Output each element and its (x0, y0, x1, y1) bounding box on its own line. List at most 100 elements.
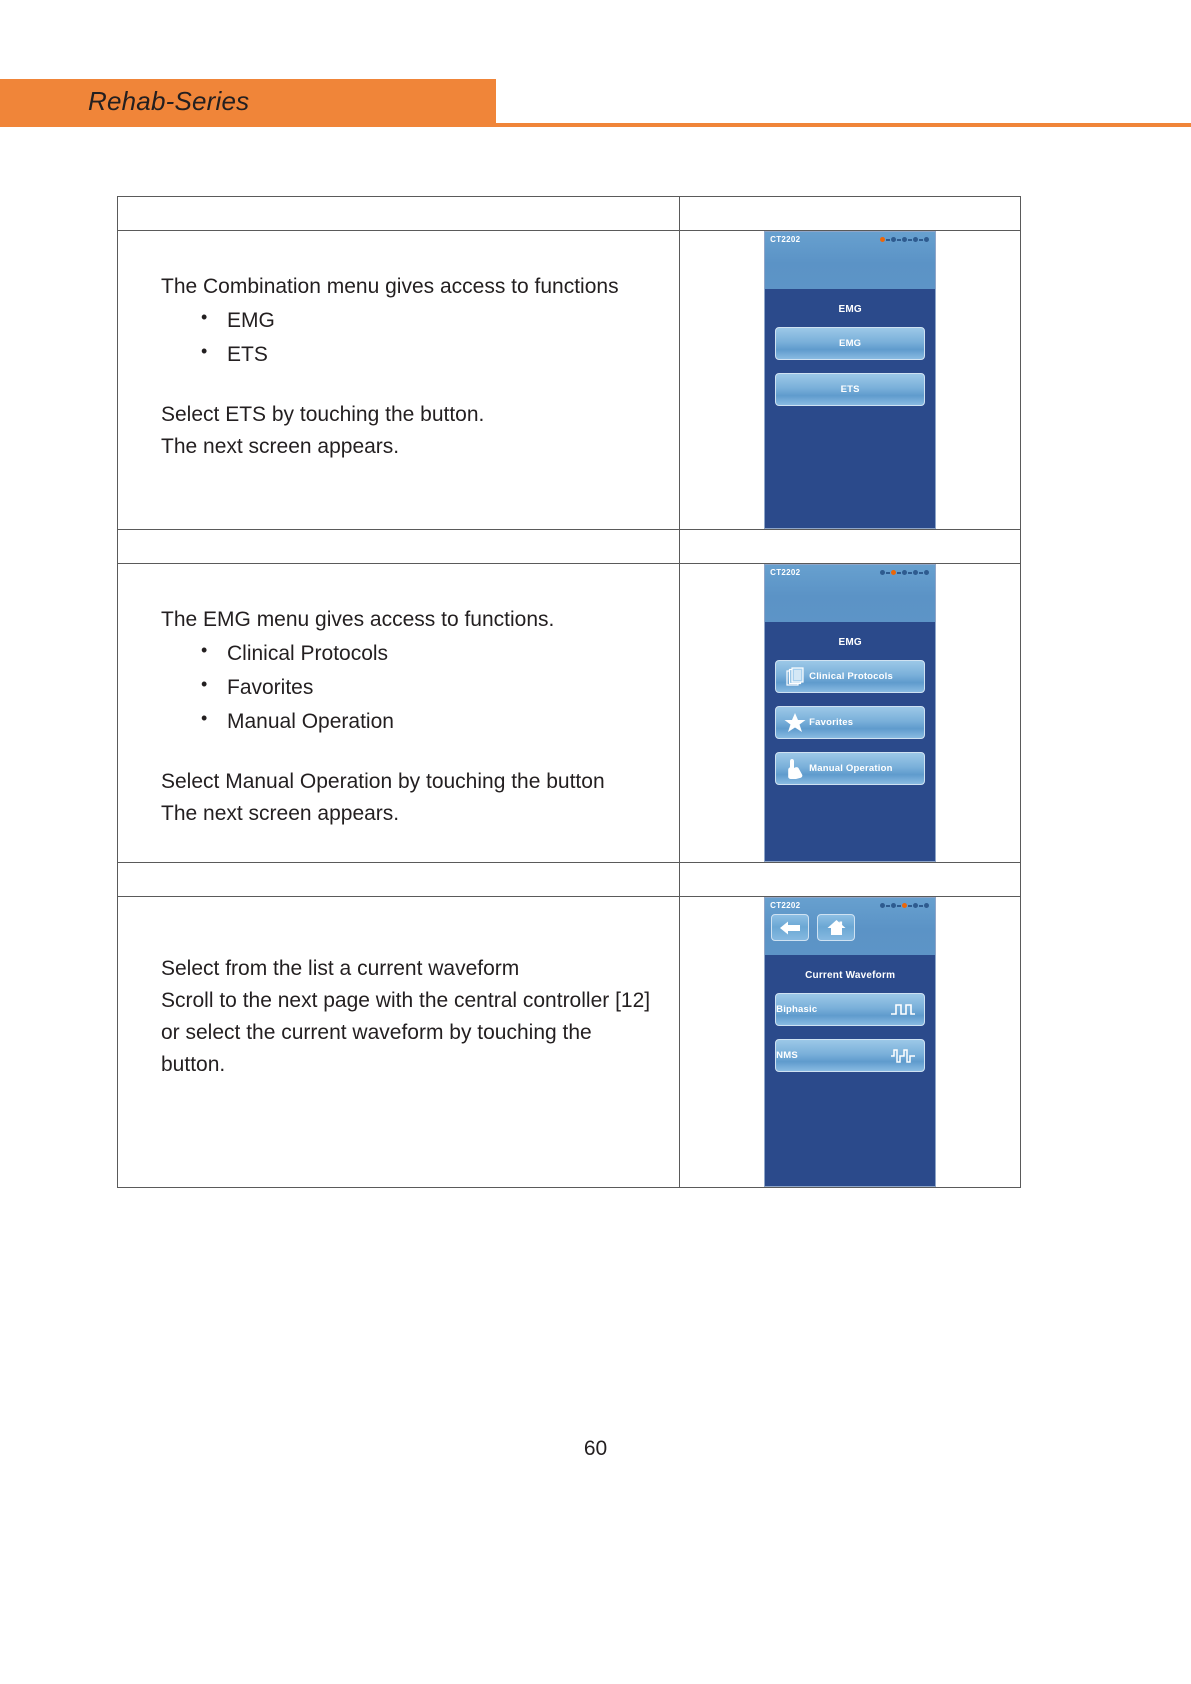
device-button-label: Favorites (809, 717, 854, 728)
screen-title: EMG (838, 637, 862, 648)
device-button-label: Biphasic (776, 1004, 818, 1015)
led-icon (880, 570, 886, 575)
channel-led-indicator (880, 903, 930, 908)
list-item: Manual Operation (201, 705, 655, 738)
table-row: The EMG menu gives access to functions. … (116, 563, 1021, 863)
screen-title: EMG (838, 304, 862, 315)
led-icon (924, 237, 930, 242)
device-button-label: Manual Operation (809, 763, 893, 774)
function-list: Clinical Protocols Favorites Manual Oper… (161, 637, 655, 738)
led-connector-icon (886, 238, 891, 241)
screen-title: Current Waveform (805, 970, 896, 981)
back-button[interactable] (771, 914, 810, 941)
led-icon (924, 570, 930, 575)
star-icon (781, 712, 809, 733)
led-connector-icon (908, 571, 913, 574)
instruction-cell: Select from the list a current waveform … (116, 896, 681, 1188)
led-icon (913, 237, 919, 242)
instruction-line-1: Scroll to the next page with the central… (161, 988, 651, 1012)
header-rule (496, 123, 1191, 127)
page-number: 60 (583, 1437, 608, 1460)
led-icon (913, 903, 919, 908)
table-spacer-row (116, 862, 1021, 897)
arrow-left-icon (780, 921, 801, 934)
instruction-intro: The Combination menu gives access to fun… (161, 275, 619, 298)
device-button-clinical-protocols[interactable]: Clinical Protocols (775, 660, 926, 693)
led-icon (902, 237, 908, 242)
instruction-intro: Select from the list a current waveform (161, 957, 520, 980)
list-item: ETS (201, 338, 655, 371)
led-icon (913, 570, 919, 575)
spacer-cell-image (679, 196, 1021, 231)
page-title: Rehab-Series (88, 86, 250, 116)
device-screen-body: Current Waveform Biphasic NMS (765, 955, 936, 1186)
instruction-line-1: Select ETS by touching the button. (161, 402, 485, 426)
home-button[interactable] (817, 914, 856, 941)
spacer-cell-image (679, 862, 1021, 897)
device-screen-body: EMG EMG ETS (765, 289, 936, 528)
device-screen-emg-menu: CT2202 EMG (764, 564, 937, 862)
instruction-table: The Combination menu gives access to fun… (116, 196, 1021, 1188)
led-icon (902, 903, 908, 908)
led-connector-icon (908, 904, 913, 907)
spacer-cell-image (679, 529, 1021, 564)
device-screen-current-waveform: CT2202 (764, 897, 937, 1187)
device-screenshot-cell: CT2202 (679, 896, 1021, 1188)
instruction-line-2: The next screen appears. (161, 434, 400, 458)
table-spacer-row (116, 529, 1021, 564)
table-row: Select from the list a current waveform … (116, 896, 1021, 1188)
device-model-label: CT2202 (770, 568, 801, 577)
instruction-cell: The EMG menu gives access to functions. … (116, 563, 681, 863)
device-button-label: ETS (840, 384, 860, 395)
device-screenshot-cell: CT2202 EMG (679, 563, 1021, 863)
led-connector-icon (886, 904, 891, 907)
led-connector-icon (919, 571, 924, 574)
list-item: Clinical Protocols (201, 637, 655, 670)
led-connector-icon (919, 238, 924, 241)
device-status-bar: CT2202 (765, 232, 936, 289)
device-button-label: NMS (776, 1050, 798, 1061)
led-icon (924, 903, 930, 908)
spacer-cell-text (116, 529, 681, 564)
hand-pointer-icon (781, 758, 809, 779)
device-nav-bar (771, 914, 856, 941)
channel-led-indicator (880, 237, 930, 242)
device-button-ets[interactable]: ETS (775, 373, 926, 406)
led-icon (880, 237, 886, 242)
device-button-emg[interactable]: EMG (775, 327, 926, 360)
device-screen-body: EMG (765, 622, 936, 861)
device-status-bar: CT2202 (765, 898, 936, 955)
device-status-bar: CT2202 (765, 565, 936, 622)
led-icon (891, 237, 897, 242)
led-icon (891, 903, 897, 908)
table-row: The Combination menu gives access to fun… (116, 230, 1021, 530)
device-button-label: Clinical Protocols (809, 671, 893, 682)
waveform-biphasic-icon (886, 1002, 920, 1018)
device-button-manual-operation[interactable]: Manual Operation (775, 752, 926, 785)
spacer-cell-text (116, 196, 681, 231)
instruction-line-2: or select the current waveform by touchi… (161, 1020, 592, 1076)
device-button-biphasic[interactable]: Biphasic (775, 993, 926, 1026)
list-item: EMG (201, 304, 655, 337)
device-model-label: CT2202 (770, 901, 801, 910)
paragraph-gap (161, 373, 655, 399)
instruction-cell: The Combination menu gives access to fun… (116, 230, 681, 530)
led-connector-icon (919, 904, 924, 907)
device-button-nms[interactable]: NMS (775, 1039, 926, 1072)
header-orange-band (0, 79, 496, 127)
documents-icon (781, 666, 809, 687)
list-item: Favorites (201, 671, 655, 704)
instruction-intro: The EMG menu gives access to functions. (161, 608, 555, 631)
waveform-nms-icon (886, 1048, 920, 1064)
function-list: EMG ETS (161, 304, 655, 371)
instruction-line-2: The next screen appears. (161, 801, 400, 825)
table-spacer-row (116, 196, 1021, 231)
device-screen-combination-menu: CT2202 EMG (764, 231, 937, 529)
home-icon (827, 920, 846, 935)
device-button-favorites[interactable]: Favorites (775, 706, 926, 739)
led-icon (880, 903, 886, 908)
led-connector-icon (897, 904, 902, 907)
paragraph-gap (161, 740, 655, 766)
led-icon (891, 570, 897, 575)
device-screenshot-cell: CT2202 EMG (679, 230, 1021, 530)
